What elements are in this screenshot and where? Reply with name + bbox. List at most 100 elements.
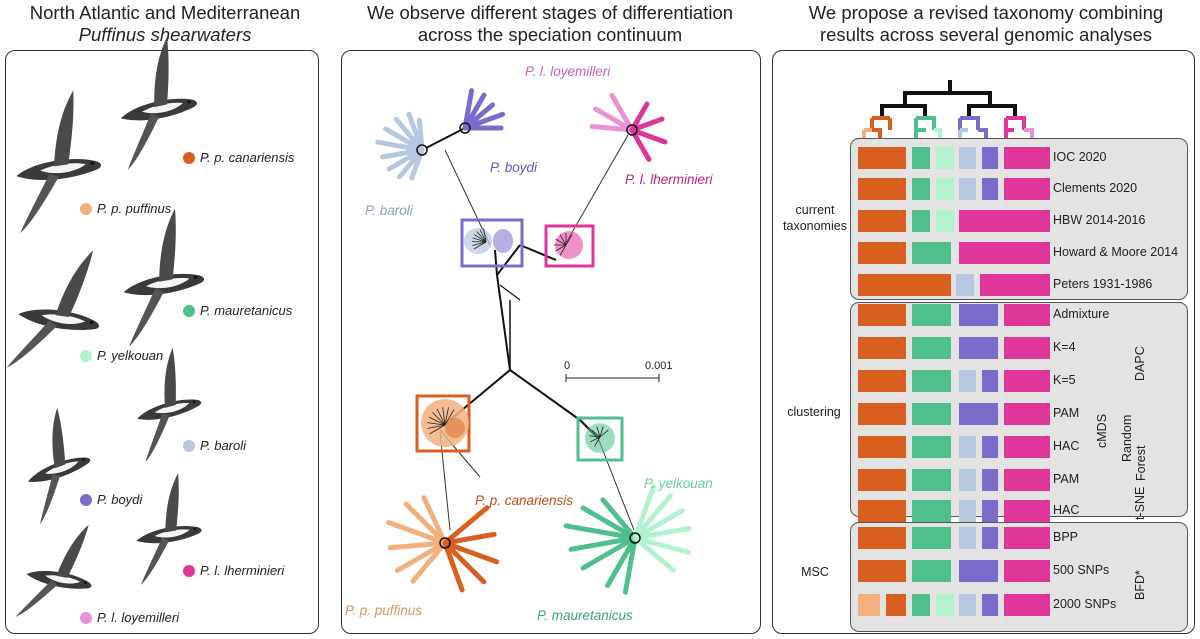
segment-mauretanicus (912, 337, 951, 359)
segment-canariensis (858, 274, 951, 296)
cluster-tip (555, 244, 567, 252)
label-loyemilleri: P. l. loyemilleri (97, 610, 180, 625)
segment-boydi (982, 527, 998, 549)
source-label: 500 SNPs (1053, 563, 1110, 577)
group-msc: MSC (801, 565, 829, 579)
segment-lherminieri (1004, 178, 1050, 200)
segment-mauretanicus (912, 436, 951, 458)
tree-branch (494, 249, 498, 276)
tree-label-mauretanicus: P. mauretanicus (537, 608, 633, 623)
scale-bar-start: 0 (564, 360, 571, 372)
subtree-mauretanicus-yelkouan (632, 493, 673, 541)
source-label: HAC (1053, 503, 1080, 517)
source-label: IOC 2020 (1053, 150, 1107, 164)
segment-lherminieri (1004, 403, 1050, 425)
segment-boydi (982, 594, 998, 616)
cluster-tip (596, 426, 601, 438)
tree-label-lherminieri: P. l. lherminieri (625, 172, 713, 187)
tree-label-yelkouan: P. yelkouan (644, 476, 713, 491)
cluster-tip (565, 234, 573, 246)
subtree-baroli-hub (416, 144, 428, 156)
subtree-mauretanicus-yelkouan (632, 483, 657, 541)
sublabel-random-forest: Forest (1134, 445, 1148, 481)
cluster-tip (473, 241, 487, 250)
segment-mauretanicus (912, 500, 951, 522)
label-puffinus: P. p. puffinus (97, 201, 172, 216)
cluster-canariensis (445, 418, 465, 438)
right-heading-line2: results across several genomic analyses (819, 24, 1153, 45)
cluster-tip (599, 429, 609, 438)
segment-baroli (959, 370, 976, 392)
segment-canariensis (858, 469, 906, 491)
segment-canariensis (858, 178, 906, 200)
cluster-tip (559, 234, 567, 246)
subtree-puffinus-canariensis (442, 540, 465, 593)
label-canariensis: P. p. canariensis (200, 150, 295, 165)
segment-baroli (959, 178, 976, 200)
subtree-lherminieri (589, 124, 635, 133)
segment-boydi (959, 337, 998, 359)
clade-left (880, 104, 927, 118)
subtree-baroli (375, 139, 425, 153)
tree-label-baroli: P. baroli (365, 203, 413, 218)
segment-canariensis (858, 403, 906, 425)
cluster-tip (427, 422, 446, 426)
label-lherminieri: P. l. lherminieri (200, 563, 285, 578)
segment-baroli (959, 500, 976, 522)
source-label: PAM (1053, 406, 1080, 420)
segment-canariensis (858, 527, 906, 549)
cluster-tip (444, 409, 455, 426)
source-label: PAM (1053, 472, 1080, 486)
source-label: HBW 2014-2016 (1053, 213, 1146, 227)
clade-mauretanicus (914, 128, 926, 138)
label-baroli: P. baroli (200, 438, 247, 453)
segment-mauretanicus (912, 527, 951, 549)
source-label: Admixture (1053, 307, 1110, 321)
cluster-tip (594, 436, 601, 447)
clade-top (903, 91, 992, 106)
cluster-tip (431, 411, 446, 426)
middle-heading: We observe different stages of different… (335, 2, 765, 46)
segment-lherminieri (1004, 337, 1050, 359)
segment-boydi (982, 178, 998, 200)
subtree-puffinus-canariensis (403, 501, 448, 546)
clade-canariensis (872, 128, 882, 138)
segment-lherminieri (959, 242, 1050, 264)
subtree-lherminieri (629, 127, 668, 145)
sublabel-dapc: DAPC (1133, 346, 1147, 381)
cluster-tip (589, 435, 601, 438)
source-label: Peters 1931-1986 (1053, 277, 1153, 291)
segment-lherminieri (1004, 594, 1050, 616)
cluster-tip (428, 416, 446, 426)
subtree-mauretanicus-yelkouan (568, 535, 638, 552)
segment-lherminieri (1004, 147, 1050, 169)
segment-boydi (959, 560, 998, 582)
tree-branch (496, 244, 521, 276)
subtree-mauretanicus-yelkouan (600, 497, 638, 541)
cluster-tip (474, 234, 487, 243)
source-label: BPP (1053, 530, 1079, 544)
segment-mauretanicus (912, 594, 930, 616)
left-heading-line2: Puffinus shearwaters (78, 24, 252, 45)
segment-lherminieri (959, 210, 1050, 232)
dot-lherminieri (183, 565, 195, 577)
tree-label-boydi: P. boydi (490, 160, 538, 175)
subtree-mauretanicus-yelkouan (580, 505, 638, 541)
segment-boydi (982, 436, 998, 458)
subtree-boydi-hub (459, 122, 471, 134)
segment-boydi (982, 469, 998, 491)
subtree-mauretanicus-yelkouan-hub (629, 532, 641, 544)
segment-lherminieri (1004, 436, 1050, 458)
clade-puffinus (862, 128, 872, 138)
sublabel-random-forest-1: Random (1120, 414, 1134, 462)
subtree-puffinus-canariensis (442, 531, 497, 546)
segment-mauretanicus (912, 560, 951, 582)
subtree-lherminieri (609, 92, 635, 133)
segment-canariensis (858, 147, 906, 169)
subtree-mauretanicus-yelkouan (580, 535, 638, 571)
segment-boydi (982, 147, 998, 169)
source-label: K=4 (1053, 340, 1076, 354)
subtree-puffinus-canariensis (410, 540, 448, 584)
segment-mauretanicus (912, 469, 951, 491)
segment-canariensis (858, 210, 906, 232)
